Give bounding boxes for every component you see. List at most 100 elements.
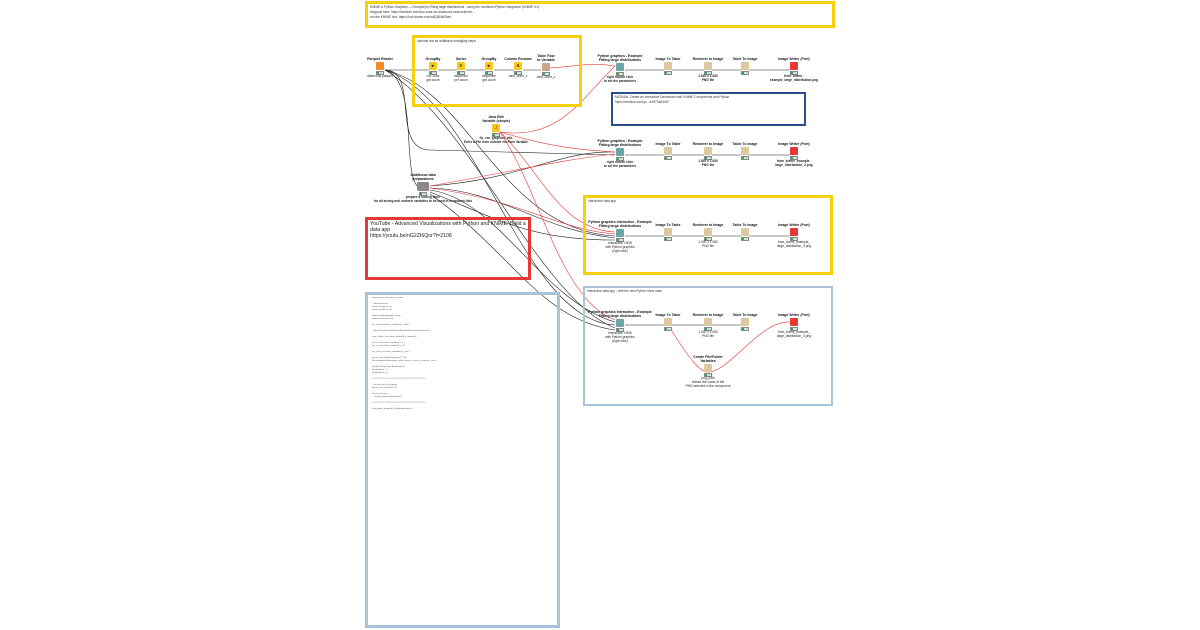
node-title: Table To Image (732, 57, 758, 61)
node-status-traffic-light (704, 71, 712, 76)
code-line: import matplotlib.pyplot as plt (372, 315, 401, 317)
node-status-traffic-light (542, 72, 550, 77)
table-to-image-icon (741, 62, 749, 70)
image-writer-node-2[interactable]: Image Writer (Port) from_knime_example_ … (759, 142, 829, 168)
groupby-node-2[interactable]: GroupBy ▸ sequence get count (454, 57, 524, 83)
node-caption: 1.920 x 1.080 PNG file (698, 330, 718, 338)
connection-line (384, 69, 616, 237)
interactive-app-annotation-title: Interactive data app (588, 199, 616, 203)
node-status-traffic-light (790, 237, 798, 242)
code-line: ########################################… (372, 378, 426, 380)
table-row-to-variable-icon (542, 63, 550, 71)
image-to-table-node-2[interactable]: Image To Table (633, 142, 703, 161)
table-to-image-node-2[interactable]: Table To Image (710, 142, 780, 161)
image-to-table-icon (664, 62, 672, 70)
node-title: Image Writer (Port) (778, 223, 810, 227)
renderer-to-image-node-1[interactable]: Renderer to Image 1.920 x 1.080 PNG file (673, 57, 743, 83)
node-title: Table Row to Variable (537, 54, 555, 62)
image-to-table-node-3[interactable]: Image To Table (633, 223, 703, 242)
code-line: ########################################… (372, 402, 426, 404)
python-graphics-interactive-node-2[interactable]: Python graphics Interactive - Example Fi… (580, 310, 660, 344)
node-title: Table To Image (732, 142, 758, 146)
metanode-icon (417, 182, 429, 191)
node-caption: right mouse click to set the parameters (603, 75, 637, 83)
node-title: Image Writer (Port) (778, 57, 810, 61)
python-graphics-node-2[interactable]: Python graphics - Example Fitting large … (585, 139, 655, 169)
node-caption: sequence per count (454, 74, 468, 82)
node-status-traffic-light (616, 72, 624, 77)
connection-line (429, 151, 616, 187)
medium-annotation: MEDIUM: Create an Interactive Dashboard … (611, 92, 806, 126)
node-status-traffic-light (704, 237, 712, 242)
node-title: Renderer to Image (692, 223, 724, 227)
renderer-to-image-node-3[interactable]: Renderer to Image 1.920 x 1.080 PNG file (673, 223, 743, 249)
node-caption: cut, color get count (426, 74, 440, 82)
image-writer-node-1[interactable]: Image Writer (Port) from_knime_ example_… (759, 57, 829, 83)
code-line: plt.ylabel(var_y) (372, 372, 388, 374)
node-caption: right mouse click to set the parameters (603, 160, 637, 168)
column-rename-node[interactable]: Column Rename a rank_order_x (483, 57, 553, 79)
node-caption: 1.920 x 1.080 PNG file (698, 240, 718, 248)
code-line: # import libraries (372, 303, 389, 305)
code-line: var_x = knio.flow_variables["v_x"] (372, 342, 405, 344)
node-caption: rank_order_x (508, 74, 528, 79)
node-caption: png_path extract the name of the PNG sel… (685, 376, 731, 388)
medium-annotation-line1: MEDIUM: Create an Interactive Dashboard … (615, 95, 730, 99)
python-code-annotation: import knime.scripting.io as knio # impo… (365, 292, 560, 628)
image-to-table-node-1[interactable]: Image To Table (633, 57, 703, 76)
image-to-table-node-4[interactable]: Image To Table (633, 313, 703, 332)
python-icon (616, 229, 624, 237)
python-graphics-interactive-node-1[interactable]: Python graphics Interactive - Example Fi… (580, 220, 660, 254)
node-status-traffic-light (741, 71, 749, 76)
table-to-image-node-3[interactable]: Table To Image (710, 223, 780, 242)
renderer-to-image-node-4[interactable]: Renderer to Image 1.920 x 1.080 PNG file (673, 313, 743, 339)
sorter-node[interactable]: Sorter ≡ sequence per count (426, 57, 496, 83)
groupby-node-1[interactable]: GroupBy ▸ cut, color get count (398, 57, 468, 83)
code-line: ax.tick_params(labelsize=6) (372, 396, 402, 398)
code-line: import numpy as np (372, 306, 392, 308)
medium-annotation-line2: https://medium.com/p/.../e1ff73a63467 (615, 100, 670, 104)
node-caption: from_knime_example_ large_distribution_4… (776, 330, 812, 338)
additional-data-preparations-node[interactable]: Additional data preparations prepare a s… (363, 173, 483, 204)
node-status-traffic-light (790, 71, 798, 76)
image-to-table-icon (664, 228, 672, 236)
table-row-to-variable-node[interactable]: Table Row to Variable rank_order_x (511, 54, 581, 80)
renderer-to-image-node-2[interactable]: Renderer to Image 1.920 x 1.080 PNG file (673, 142, 743, 168)
node-status-traffic-light (376, 71, 384, 76)
flow-variable-line (429, 187, 616, 235)
node-status-traffic-light (704, 156, 712, 161)
node-status-traffic-light (741, 237, 749, 242)
python-graphics-node-1[interactable]: Python graphics - Example Fitting large … (585, 54, 655, 84)
table-to-image-node-1[interactable]: Table To Image (710, 57, 780, 76)
image-to-table-icon (664, 318, 672, 326)
node-title: Table To Image (732, 313, 758, 317)
node-caption: from_knime_example_ large_distribution_2… (775, 159, 813, 167)
node-title: Column Rename (504, 57, 532, 61)
node-status-traffic-light (616, 157, 624, 162)
node-status-traffic-light (790, 156, 798, 161)
java-edit-variable-node[interactable]: Java Edit Variable (simple) J flo_var_gr… (451, 115, 541, 145)
interactive-app-python-view-annotation: Interactive data app - with the new Pyth… (583, 286, 833, 406)
image-writer-node-4[interactable]: Image Writer (Port) from_knime_example_ … (759, 313, 829, 339)
node-caption: 1.920 x 1.080 PNG file (698, 159, 718, 167)
top-annotation-line3: run the KNIME hub: https://hub.knime.com… (370, 15, 451, 19)
python-icon (616, 148, 624, 156)
flow-variable-line (429, 153, 616, 187)
flow-variable-line (499, 131, 616, 321)
node-status-traffic-light (790, 327, 798, 332)
connection-line (384, 69, 421, 189)
image-writer-node-3[interactable]: Image Writer (Port) from_knime_example_ … (759, 223, 829, 249)
connection-line (429, 189, 616, 323)
interactive-app-annotation: Interactive data app (583, 195, 833, 275)
python-icon (616, 319, 624, 327)
table-to-image-node-4[interactable]: Table To Image (710, 313, 780, 332)
parquet-reader-node[interactable]: Parquet Reader diamonds.parquet (345, 57, 415, 79)
create-file-folder-variables-node[interactable]: Create File/Folder Variables png_path ex… (668, 355, 748, 389)
interactive-app-python-view-annotation-title: Interactive data app - with the new Pyth… (587, 289, 663, 293)
node-caption: sequence get count (482, 74, 496, 82)
code-line: var_file = knio.flow_variables["v_path"] (372, 324, 410, 326)
code-line: for ax in fig.axes: (372, 393, 389, 395)
node-title: Parquet Reader (367, 57, 393, 61)
node-status-traffic-light (741, 156, 749, 161)
